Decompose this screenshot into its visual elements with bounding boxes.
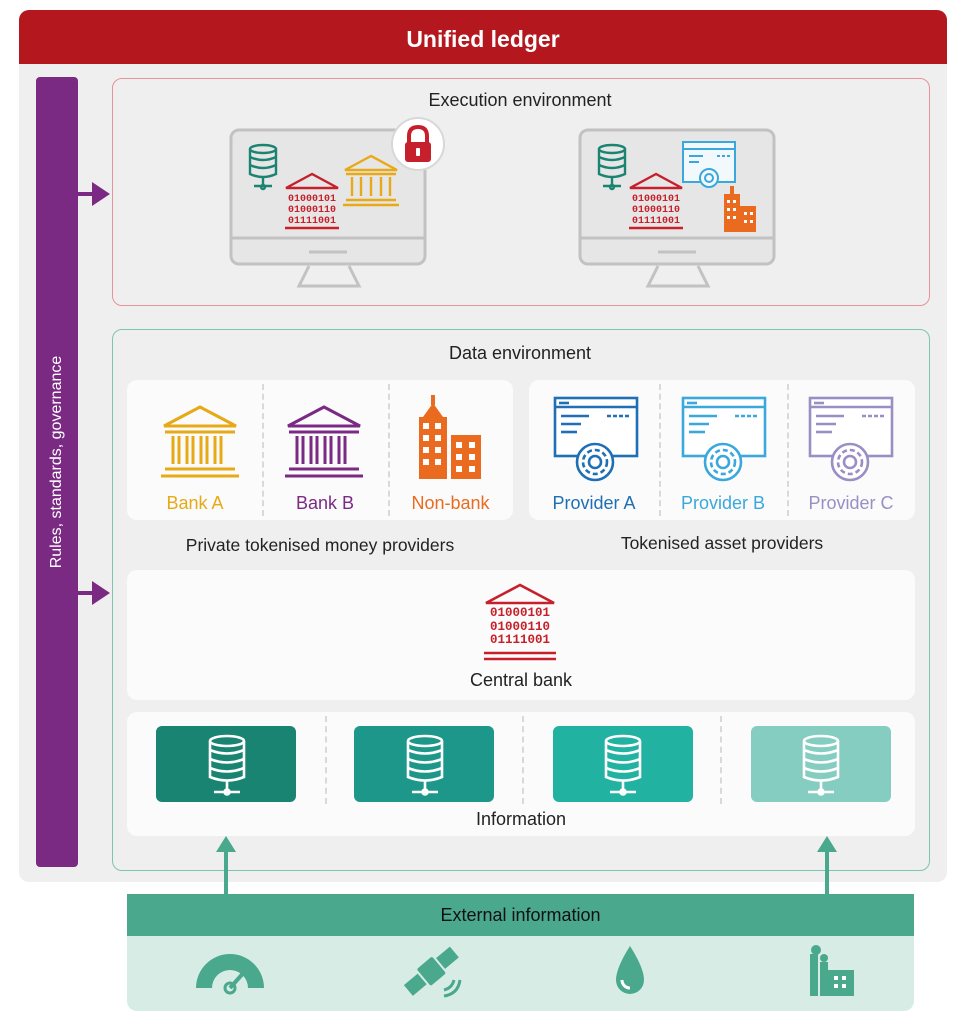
provider-c-label: Provider C bbox=[808, 493, 894, 513]
binary-line-2: 01000110 bbox=[489, 619, 550, 634]
bank-b-label: Bank B bbox=[295, 493, 355, 513]
money-providers-caption: Private tokenised money providers bbox=[185, 535, 455, 555]
data-environment-title: Data environment bbox=[448, 343, 592, 363]
lock-icon bbox=[391, 117, 445, 171]
gauge-icon bbox=[196, 954, 264, 995]
central-bank-panel bbox=[127, 570, 915, 700]
svg-text:01000110: 01000110 bbox=[632, 205, 680, 216]
arrow-up-right-icon bbox=[817, 836, 837, 896]
asset-provider-app-icon bbox=[682, 141, 736, 188]
database-icon bbox=[597, 143, 627, 191]
monitor-1-icon bbox=[229, 128, 427, 288]
money-providers-panel bbox=[127, 380, 513, 520]
svg-text:01000110: 01000110 bbox=[288, 205, 336, 216]
bank-a-label: Bank A bbox=[166, 493, 224, 513]
building-icon bbox=[724, 186, 756, 232]
provider-b-label: Provider B bbox=[680, 493, 766, 513]
bank-a-icon bbox=[161, 405, 239, 478]
svg-text:01111001: 01111001 bbox=[632, 216, 680, 227]
central-bank-icon bbox=[485, 583, 555, 605]
binary-line-1: 01000101 bbox=[489, 606, 550, 620]
factory-icon bbox=[810, 945, 854, 996]
arrow-up-left-icon bbox=[216, 836, 236, 896]
provider-c-icon bbox=[808, 396, 894, 482]
database-icon bbox=[406, 734, 444, 796]
database-icon bbox=[248, 143, 278, 191]
central-bank-label: Central bank bbox=[469, 670, 573, 690]
bank-icon bbox=[343, 154, 399, 207]
provider-b-icon bbox=[681, 396, 767, 482]
execution-environment-title: Execution environment bbox=[428, 90, 612, 110]
database-icon bbox=[208, 734, 246, 796]
unified-ledger-title: Unified ledger bbox=[19, 10, 947, 64]
central-bank-binary-icon: 01000101 01000110 01111001 bbox=[285, 172, 339, 230]
provider-a-icon bbox=[553, 396, 639, 482]
arrow-to-data-icon bbox=[78, 581, 110, 605]
information-label: Information bbox=[475, 809, 567, 829]
svg-text:01111001: 01111001 bbox=[288, 216, 336, 227]
satellite-icon bbox=[403, 946, 462, 998]
central-bank-binary-icon: 01000101 01000110 01111001 bbox=[629, 172, 683, 230]
non-bank-label: Non-bank bbox=[411, 493, 490, 513]
database-icon bbox=[604, 734, 642, 796]
arrow-to-execution-icon bbox=[78, 182, 110, 206]
external-information-title: External information bbox=[127, 894, 914, 936]
water-drop-icon bbox=[616, 946, 644, 994]
governance-bar bbox=[36, 77, 78, 867]
binary-line-3: 01111001 bbox=[489, 633, 550, 647]
non-bank-icon bbox=[419, 395, 481, 479]
database-icon bbox=[802, 734, 840, 796]
provider-a-label: Provider A bbox=[552, 493, 636, 513]
governance-label: Rules, standards, governance bbox=[48, 355, 65, 569]
asset-providers-caption: Tokenised asset providers bbox=[620, 533, 824, 553]
svg-text:01000101: 01000101 bbox=[632, 194, 680, 205]
svg-text:01000101: 01000101 bbox=[288, 194, 336, 205]
bank-b-icon bbox=[285, 405, 363, 478]
